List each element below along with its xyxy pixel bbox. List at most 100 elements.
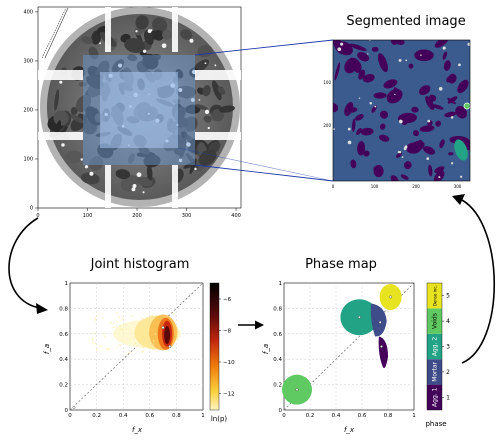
ct-aggregate bbox=[70, 107, 78, 115]
segmented-aggregate-region bbox=[334, 62, 341, 81]
ct-tile-gap bbox=[195, 132, 241, 140]
arrow-head-phasemap-to-segmented bbox=[452, 194, 465, 205]
ct-aggregate bbox=[111, 59, 125, 73]
ct-aggregate bbox=[78, 81, 88, 87]
segmented-aggregate-region bbox=[444, 111, 457, 118]
segmented-aggregate-region bbox=[428, 164, 433, 177]
arrow-head-histogram-to-phasemap bbox=[255, 320, 264, 330]
segmented-aggregate-region bbox=[333, 103, 339, 113]
segmented-aggregate-region bbox=[350, 58, 360, 65]
density-speck bbox=[122, 328, 124, 331]
phase-label: Mortar bbox=[432, 361, 439, 381]
x-tick-label: 0.8 bbox=[172, 413, 181, 419]
ct-aggregate bbox=[152, 17, 168, 33]
segmented-void bbox=[427, 119, 431, 123]
density-speck bbox=[101, 317, 104, 319]
ct-x-tick-label: 400 bbox=[231, 213, 241, 219]
segmented-aggregate-region bbox=[362, 74, 375, 83]
segmented-aggregate-region bbox=[410, 140, 425, 151]
ct-tile-gap bbox=[172, 7, 178, 52]
segmented-void bbox=[347, 127, 351, 131]
phasemap-regions bbox=[282, 283, 402, 405]
x-tick-label: 0 bbox=[282, 413, 286, 419]
histogram-peak-marker bbox=[72, 406, 76, 409]
density-speck bbox=[140, 317, 143, 319]
ct-void bbox=[190, 98, 195, 102]
segmented-aggregate-region bbox=[396, 152, 402, 158]
segmented-aggregate-region bbox=[400, 174, 409, 180]
arrow-ct-to-histogram bbox=[8, 217, 41, 309]
segmented-aggregate-region bbox=[390, 40, 397, 46]
ct-tile-gap bbox=[105, 165, 111, 208]
density-speck bbox=[109, 348, 111, 350]
connector-line-top bbox=[194, 39, 334, 56]
y-tick-label: 1 bbox=[279, 281, 283, 287]
density-speck bbox=[148, 337, 151, 340]
density-speck bbox=[130, 351, 132, 353]
density-speck bbox=[120, 328, 122, 330]
y-tick-label: 0.6 bbox=[273, 332, 282, 338]
phase-colorbar-segment bbox=[427, 333, 442, 360]
segmented-aggregate-region bbox=[442, 51, 448, 60]
segmented-aggregate-region bbox=[357, 140, 366, 156]
segmented-aggregate-region bbox=[429, 94, 437, 102]
density-speck bbox=[141, 351, 144, 353]
segmented-void bbox=[458, 63, 461, 67]
segmented-void bbox=[405, 59, 408, 62]
ct-void bbox=[59, 80, 63, 84]
segmented-void bbox=[403, 146, 407, 151]
segmented-aggregate-region bbox=[455, 105, 468, 119]
ct-aggregate bbox=[138, 146, 150, 155]
ct-void bbox=[150, 29, 153, 32]
roi-connector-lines bbox=[177, 39, 334, 182]
histogram-colorbar bbox=[209, 282, 220, 411]
ct-aggregate bbox=[139, 51, 150, 59]
segmented-aggregate-region bbox=[357, 51, 370, 62]
density-speck bbox=[141, 346, 144, 348]
segmented-aggregate-region bbox=[447, 97, 456, 105]
segmented-x-tick-label: 0 bbox=[332, 184, 335, 189]
density-speck bbox=[114, 325, 117, 328]
ct-tile-gap bbox=[38, 70, 83, 80]
density-speck bbox=[94, 342, 96, 345]
ct-void bbox=[207, 126, 210, 130]
ct-void bbox=[194, 167, 197, 171]
density-speck bbox=[120, 319, 123, 321]
segmented-void bbox=[438, 86, 443, 91]
segmented-aggregate-region bbox=[378, 134, 390, 142]
density-speck bbox=[119, 325, 121, 327]
segmented-void bbox=[394, 93, 396, 96]
x-tick-label: 0.6 bbox=[145, 413, 154, 419]
ct-y-tick-label: 100 bbox=[23, 157, 33, 163]
density-speck bbox=[116, 321, 118, 323]
segmented-void bbox=[337, 47, 342, 52]
segmented-x-tick-label: 100 bbox=[371, 184, 379, 189]
ct-void bbox=[186, 142, 191, 147]
density-speck bbox=[122, 317, 124, 319]
ct-aggregate bbox=[219, 105, 235, 113]
phase-number-label: 3 bbox=[446, 344, 450, 351]
segmented-aggregate-region bbox=[373, 92, 387, 99]
phase-centroid-marker bbox=[380, 345, 383, 348]
segmented-title: Segmented image bbox=[346, 14, 465, 29]
segmented-y-tick-label: 200 bbox=[323, 123, 331, 128]
segmented-aggregate-region bbox=[434, 40, 449, 48]
phase-label: Voids bbox=[432, 313, 439, 329]
phase-axis-label: phase bbox=[425, 420, 446, 428]
segmented-aggregate-region bbox=[435, 120, 441, 127]
x-tick-label: 0 bbox=[68, 413, 72, 419]
segmented-aggregate-region bbox=[379, 110, 389, 119]
ct-aggregate bbox=[217, 86, 226, 95]
ct-y-tick-label: 200 bbox=[23, 108, 33, 114]
density-speck bbox=[124, 323, 127, 326]
segmented-aggregate-region bbox=[443, 60, 451, 71]
segmented-aggregate-region bbox=[432, 104, 444, 110]
ct-x-tick-label: 100 bbox=[83, 213, 93, 219]
phasemap-ylabel: f_a bbox=[262, 344, 270, 354]
